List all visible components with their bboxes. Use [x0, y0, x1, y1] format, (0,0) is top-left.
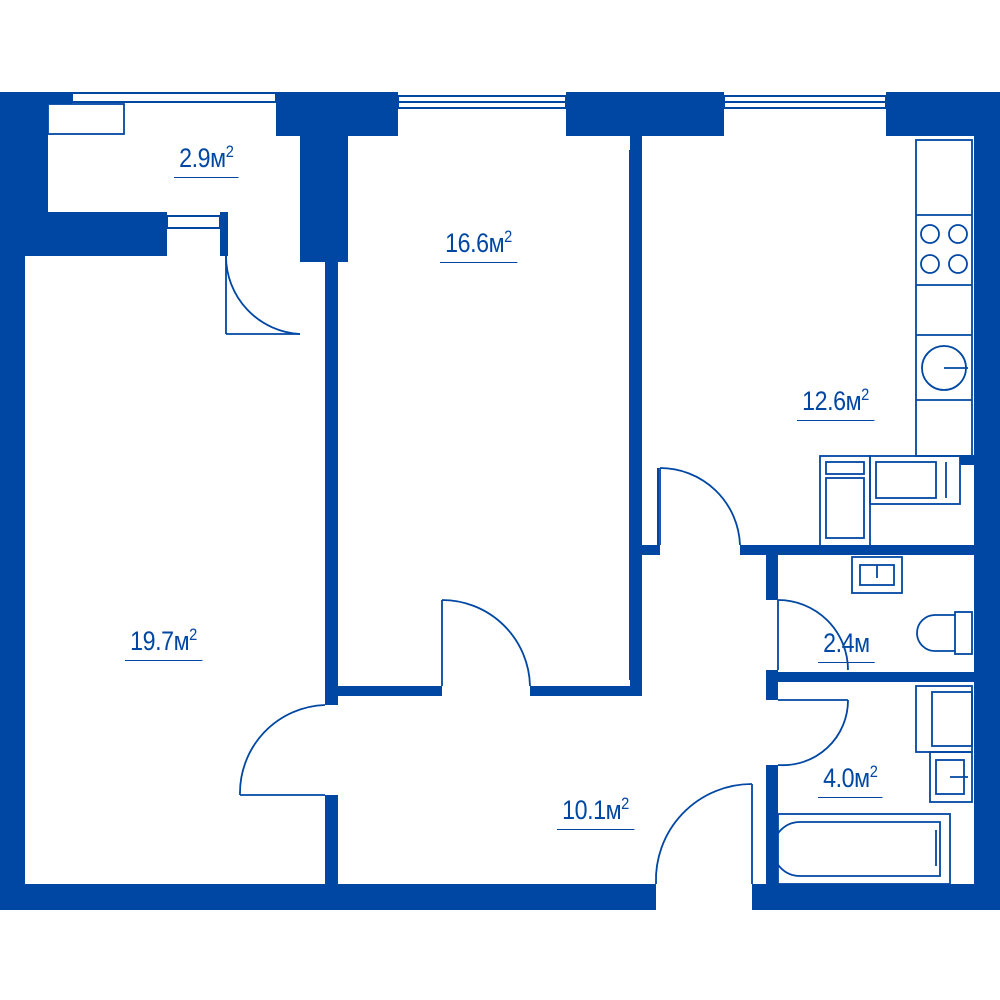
room-area-balcony: 2.9м2 [174, 142, 239, 178]
interior-lines [335, 150, 659, 880]
fridge [819, 455, 871, 547]
outer-wall-top-4 [886, 92, 1000, 136]
microwave [869, 455, 961, 505]
stove-burner [948, 224, 968, 244]
wall-toilet-bottom [766, 672, 974, 682]
balcony-door-window [166, 215, 221, 229]
toilet-seat [916, 614, 955, 652]
bath-sink [929, 751, 973, 803]
walls [0, 92, 1000, 910]
wall-living-bedroom [325, 255, 338, 705]
room-area-kitchen: 12.6м2 [797, 385, 875, 421]
wall-kitchen-right-stub [960, 455, 974, 465]
wall-bedroom-kitchen [630, 136, 642, 696]
wall-toilet-left [766, 555, 778, 600]
wall-kitchen-bottom-right [740, 545, 974, 555]
outer-wall-right [974, 92, 1000, 910]
window-balcony [71, 92, 277, 103]
wall-living-lower [325, 795, 338, 890]
stove-burner [920, 254, 940, 274]
toilet-bowl [954, 611, 973, 655]
stove-burner [920, 224, 940, 244]
kitchen-counter [915, 139, 973, 457]
column [300, 136, 348, 262]
outer-wall-bottom-right [752, 884, 1000, 910]
wall-bath-left [766, 765, 778, 890]
balcony-cabinet [47, 103, 125, 135]
bathtub [777, 813, 951, 885]
balcony-wall-bottom-right [220, 212, 228, 256]
room-area-hallway: 10.1м2 [557, 794, 635, 830]
washing-machine [915, 685, 973, 753]
door-swings [225, 255, 849, 885]
stove-burner [948, 254, 968, 274]
toilet-sink [851, 556, 903, 594]
room-area-toilet: 2.4м [818, 628, 875, 663]
room-area-bedroom: 16.6м2 [440, 227, 518, 263]
windows [71, 92, 887, 229]
wall-bedroom-bottom-right [530, 686, 642, 696]
balcony-wall-bottom-left [0, 212, 167, 256]
outer-wall-top-3 [566, 92, 724, 136]
fixtures [47, 103, 973, 885]
wall-bedroom-bottom-left [325, 686, 442, 696]
room-area-bathroom: 4.0м2 [818, 762, 883, 798]
room-area-living-room: 19.7м2 [125, 625, 203, 661]
wall-kitchen-bottom [642, 545, 660, 555]
